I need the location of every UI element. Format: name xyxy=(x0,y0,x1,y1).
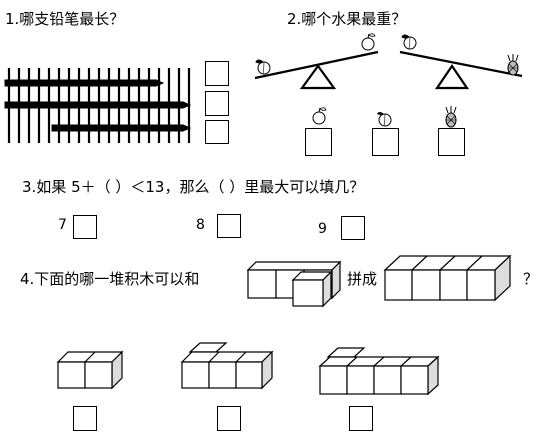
option-label-2: 8 xyxy=(196,217,205,233)
question-4-text-end: ？ xyxy=(523,270,539,288)
fruit-peach xyxy=(376,111,392,127)
block-option-2 xyxy=(180,342,274,390)
block-shape-given xyxy=(246,260,342,308)
answer-box-option-7[interactable] xyxy=(73,215,97,239)
answer-box-blocks-1[interactable] xyxy=(73,406,97,431)
answer-box-fruit-1[interactable] xyxy=(305,128,332,156)
pencil-3 xyxy=(51,124,192,132)
option-label-1: 7 xyxy=(58,217,67,233)
seesaw-left xyxy=(254,33,379,90)
answer-box-blocks-2[interactable] xyxy=(217,406,241,431)
answer-box-option-8[interactable] xyxy=(217,214,241,238)
answer-box-pencil-2[interactable] xyxy=(205,91,229,116)
answer-box-fruit-3[interactable] xyxy=(438,128,465,156)
pencil-2 xyxy=(4,101,192,109)
question-2-text: 2.哪个水果最重？ xyxy=(287,10,407,28)
answer-box-option-9[interactable] xyxy=(341,216,365,240)
block-option-1 xyxy=(56,350,124,390)
block-shape-target xyxy=(383,254,512,302)
seesaw-right xyxy=(399,34,523,90)
answer-box-fruit-2[interactable] xyxy=(372,128,399,156)
option-label-3: 9 xyxy=(318,221,327,237)
question-4-text-before: 4.下面的哪一堆积木可以和 xyxy=(20,270,200,288)
block-option-3 xyxy=(318,347,440,396)
pencil-1 xyxy=(4,79,165,87)
fruit-pineapple xyxy=(445,105,457,128)
question-3-text: 3.如果 5＋（ ）＜13，那么（ ）里最大可以填几？ xyxy=(22,178,365,196)
question-4-text-middle: 拼成 xyxy=(347,270,378,288)
pencil-figure xyxy=(4,68,192,143)
question-1-text: 1.哪支铅笔最长？ xyxy=(5,10,125,28)
answer-box-pencil-1[interactable] xyxy=(205,61,229,86)
fruit-apple xyxy=(312,107,327,125)
answer-box-pencil-3[interactable] xyxy=(205,120,229,144)
answer-box-blocks-3[interactable] xyxy=(349,406,373,431)
